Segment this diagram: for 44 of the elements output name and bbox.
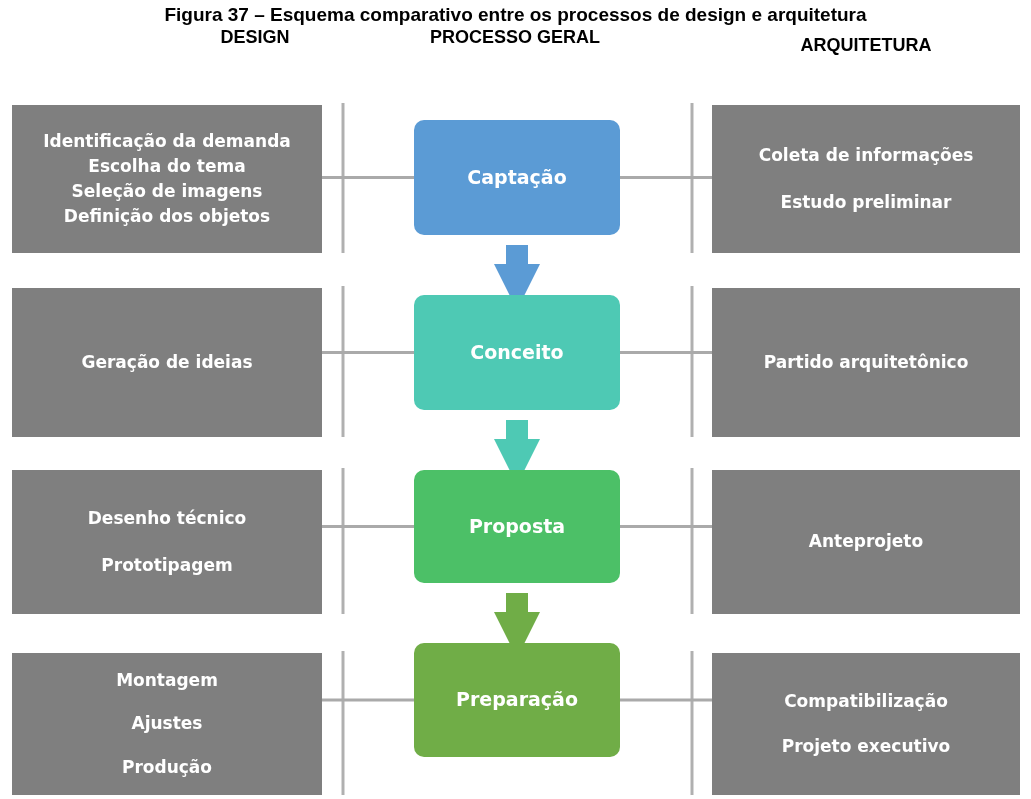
stage-name: Proposta <box>468 514 566 539</box>
activity-text: Produção <box>122 756 212 778</box>
activity-text: Escolha do tema <box>88 155 246 177</box>
process-box <box>414 643 620 757</box>
activity-text: Desenho técnico <box>87 507 247 529</box>
connector-line <box>322 176 414 179</box>
activity-panel <box>712 653 1020 795</box>
connector-line <box>322 698 414 702</box>
activity-panel <box>712 105 1020 253</box>
activity-text: Projeto executivo <box>781 736 951 758</box>
activity-text: Definição dos objetos <box>63 206 271 228</box>
process-box <box>414 295 620 410</box>
connector-line <box>620 176 712 179</box>
connector-line <box>620 698 712 702</box>
column-heading: PROCESSO GERAL <box>429 26 601 48</box>
activity-panel <box>12 470 322 614</box>
activity-text: Estudo preliminar <box>780 192 952 214</box>
activity-text: Partido arquitetônico <box>763 351 969 374</box>
stage-name: Conceito <box>470 340 564 365</box>
activity-panel <box>712 470 1020 614</box>
activity-text: Identificação da demanda <box>43 130 291 152</box>
connector-line <box>620 351 712 354</box>
activity-text: Anteprojeto <box>808 531 924 553</box>
column-heading: DESIGN <box>219 26 291 48</box>
activity-text: Ajustes <box>131 713 203 735</box>
stage-name: Captação <box>467 165 567 190</box>
activity-panel <box>712 288 1020 437</box>
column-heading: ARQUITETURA <box>799 34 933 56</box>
activity-text: Coleta de informações <box>758 144 974 166</box>
connector-line <box>620 525 712 528</box>
stage-name: Preparação <box>456 688 578 712</box>
activity-text: Seleção de imagens <box>71 181 263 203</box>
activity-panel <box>12 653 322 795</box>
connector-line <box>322 351 414 354</box>
activity-text: Prototipagem <box>101 555 233 577</box>
connector-line <box>322 525 414 528</box>
activity-text: Compatibilização <box>784 690 948 712</box>
activity-panel <box>12 288 322 437</box>
process-box <box>414 120 620 235</box>
activity-text: Geração de ideias <box>81 351 253 374</box>
activity-text: Montagem <box>116 670 218 692</box>
figure-title: Figura 37 – Esquema comparativo entre os processos de design e arquitetura <box>163 4 868 26</box>
activity-panel <box>12 105 322 253</box>
process-box <box>414 470 620 583</box>
